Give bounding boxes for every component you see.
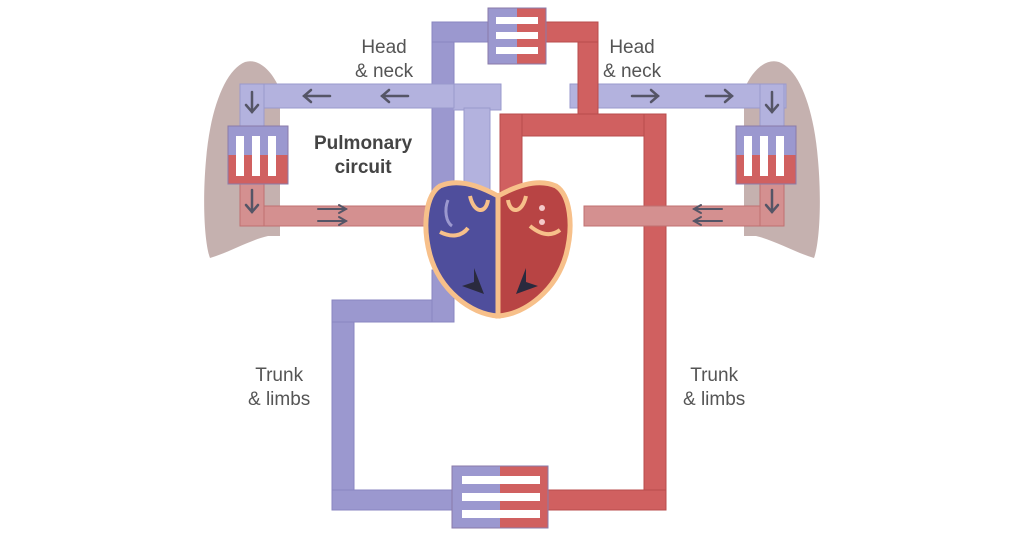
head-neck-left-label: Head & neck — [355, 37, 414, 82]
lower-systemic-veins — [331, 269, 457, 511]
arrow-right-icon — [630, 88, 660, 104]
heart-right-side — [423, 180, 501, 319]
arrow-left-icon — [380, 88, 410, 104]
head-neck-capillary-bed — [487, 7, 547, 65]
arrow-left-icon — [302, 88, 332, 104]
trunk-limbs-right-label: Trunk & limbs — [683, 365, 746, 410]
left-ventricle-arrow-icon — [516, 268, 538, 294]
left-lung-capillary-bed — [227, 125, 289, 185]
heart — [423, 180, 573, 319]
arrow-down-icon — [244, 90, 260, 114]
arrow-left-icon — [691, 204, 723, 226]
head-neck-right-label: Head & neck — [603, 37, 662, 82]
arrow-right-icon — [317, 204, 349, 226]
arrow-down-icon — [764, 90, 780, 114]
systemic-arteries — [239, 21, 785, 511]
trunk-limbs-capillary-bed — [451, 465, 549, 529]
trunk-limbs-left-label: Trunk & limbs — [248, 365, 311, 410]
right-ventricle-arrow-icon — [462, 268, 484, 294]
arrow-down-icon — [764, 188, 780, 214]
flow-arrows — [244, 88, 780, 226]
heart-left-side — [495, 180, 573, 319]
arrow-down-icon — [244, 188, 260, 214]
systemic-veins — [239, 21, 787, 201]
right-lung-capillary-bed — [735, 125, 797, 185]
pulmonary-circuit-label: Pulmonary circuit — [314, 133, 413, 178]
arrow-right-icon — [704, 88, 734, 104]
